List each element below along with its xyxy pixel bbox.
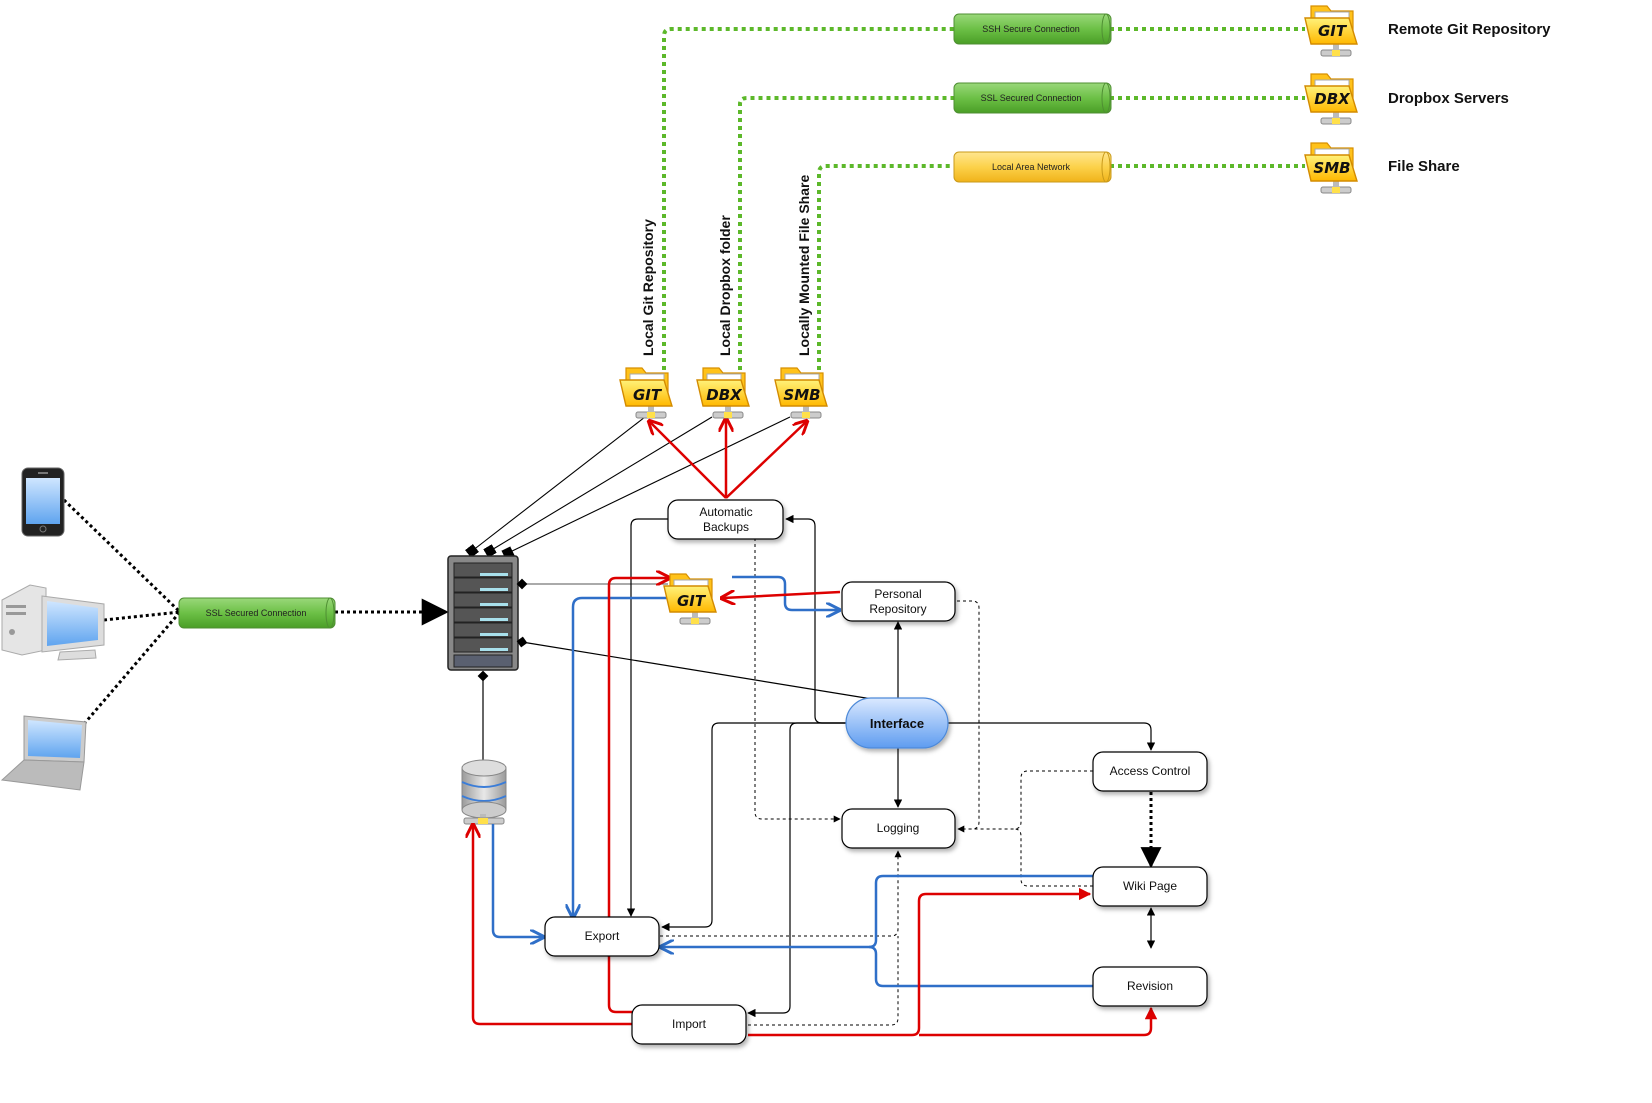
svg-text:DBX: DBX [1314, 90, 1351, 108]
svg-text:GIT: GIT [1318, 22, 1348, 40]
backup-arrows [650, 420, 806, 499]
laptop-icon [0, 715, 87, 791]
svg-text:GIT: GIT [677, 592, 707, 610]
automatic-backups-node[interactable]: Automatic Backups [667, 499, 784, 540]
pipe-lan-label: Local Area Network [992, 162, 1071, 172]
svg-text:Access Control: Access Control [1110, 764, 1191, 778]
red-flows [473, 578, 1158, 1037]
file-share-label: File Share [1388, 158, 1460, 175]
remote-git-label: Remote Git Repository [1388, 21, 1551, 38]
central-git-folder-icon: GIT [663, 573, 717, 625]
local-dropbox-label: Local Dropbox folder [717, 215, 733, 356]
svg-text:Automatic: Automatic [699, 505, 752, 519]
import-node[interactable]: Import [631, 1004, 747, 1045]
svg-text:Logging: Logging [877, 821, 920, 835]
client-ssl-pipe-label: SSL Secured Connection [206, 608, 307, 618]
local-smb-label: Locally Mounted File Share [796, 175, 812, 356]
svg-text:Backups: Backups [703, 520, 749, 534]
dropbox-folder-icon: DBX [1304, 73, 1358, 125]
blue-flows [491, 575, 1093, 988]
dropbox-label: Dropbox Servers [1388, 90, 1509, 107]
revision-node[interactable]: Revision [1092, 966, 1208, 1007]
svg-text:Revision: Revision [1127, 979, 1173, 993]
svg-text:Personal: Personal [874, 587, 921, 601]
local-smb-folder-icon: SMB [774, 367, 828, 419]
logging-node[interactable]: Logging [841, 808, 956, 849]
svg-text:Wiki Page: Wiki Page [1123, 879, 1177, 893]
export-node[interactable]: Export [544, 916, 660, 957]
svg-text:SMB: SMB [783, 386, 820, 404]
personal-repository-node[interactable]: Personal Repository [841, 581, 956, 622]
local-git-folder-icon: GIT [619, 367, 673, 419]
smb-folder-icon: SMB [1304, 142, 1358, 194]
pipe-ssl-dropbox-label: SSL Secured Connection [981, 93, 1082, 103]
wiki-page-node[interactable]: Wiki Page [1092, 866, 1208, 907]
dashed-logging-links [660, 538, 1093, 1026]
access-control-node[interactable]: Access Control [1092, 751, 1208, 792]
client-links [62, 498, 449, 725]
smartphone-icon [21, 467, 65, 537]
remote-links [662, 27, 1305, 370]
pipe-ssl-dropbox: SSL Secured Connection [953, 82, 1112, 114]
interface-node[interactable]: Interface [845, 697, 949, 749]
server-folder-links [465, 416, 791, 560]
svg-text:DBX: DBX [706, 386, 743, 404]
black-connectors [516, 514, 1156, 1018]
server-rack-icon [447, 555, 519, 671]
pipe-lan: Local Area Network [953, 151, 1112, 183]
database-icon [461, 670, 507, 825]
pipe-ssh: SSH Secure Connection [953, 13, 1112, 45]
svg-text:Repository: Repository [869, 602, 926, 616]
svg-text:Export: Export [585, 929, 620, 943]
svg-text:SMB: SMB [1313, 159, 1350, 177]
local-git-label: Local Git Repository [640, 219, 656, 356]
remote-git-folder-icon: GIT [1304, 5, 1358, 57]
client-ssl-pipe: SSL Secured Connection [178, 597, 336, 629]
svg-text:GIT: GIT [633, 386, 663, 404]
desktop-computer-icon [1, 584, 105, 661]
svg-text:Interface: Interface [870, 716, 924, 731]
pipe-ssh-label: SSH Secure Connection [982, 24, 1080, 34]
svg-text:Import: Import [672, 1017, 707, 1031]
local-dropbox-folder-icon: DBX [696, 367, 750, 419]
